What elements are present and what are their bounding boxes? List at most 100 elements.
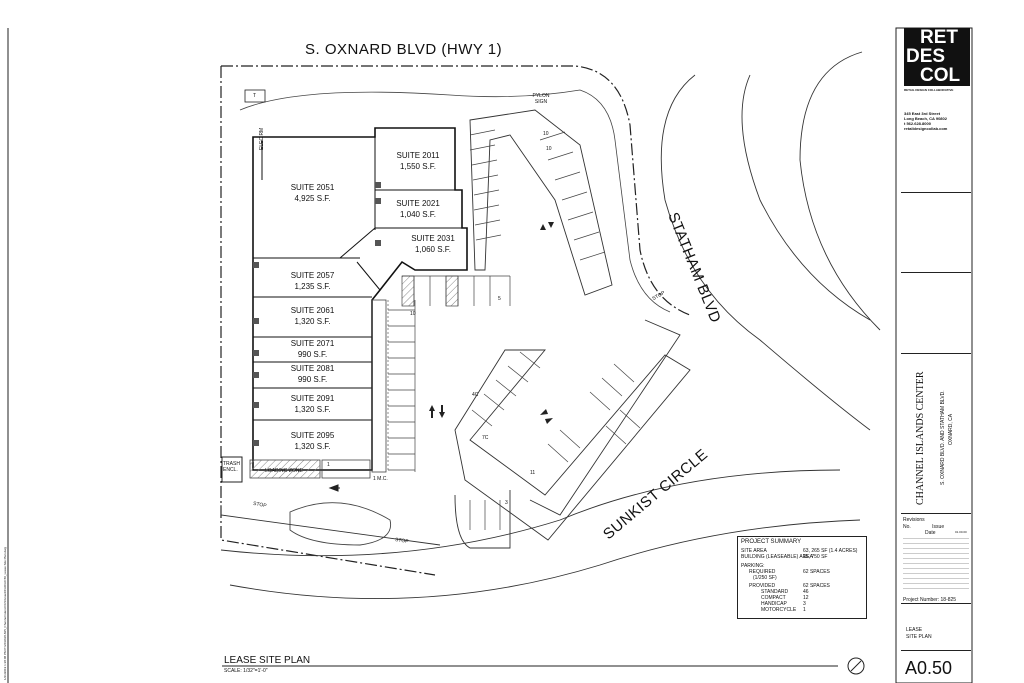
suite-demising-walls	[253, 137, 462, 421]
stall-count: 5	[498, 296, 501, 302]
parking-stall-1	[321, 459, 371, 479]
driveway-west	[220, 505, 441, 546]
suite-area: 1,550 S.F.	[399, 162, 437, 171]
logo-block	[904, 28, 970, 86]
stall-count: 10	[410, 311, 416, 317]
tb-divider	[901, 650, 971, 651]
firm-logo: RET DES COL	[906, 28, 970, 86]
stall-count: 1	[327, 462, 330, 468]
suite-2095: SUITE 2095 1,320 S.F.	[275, 430, 350, 452]
suite-2091: SUITE 2091 1,320 S.F.	[275, 393, 350, 415]
storefront-doors	[253, 182, 381, 446]
suite-area: 990 S.F.	[297, 375, 328, 384]
landscape-edge-north	[239, 89, 671, 313]
suite-2061: SUITE 2061 1,320 S.F.	[275, 305, 350, 327]
stall-count: 4C	[472, 392, 479, 398]
loading-zone-label: LOADING ZONE	[265, 468, 303, 474]
motorcycle-stall-label: 1 M.C.	[373, 476, 388, 482]
sunkist-circle-curb	[220, 469, 841, 557]
parking-stalls-central	[471, 351, 641, 463]
project-number: Project Number: 18-825	[903, 597, 957, 603]
sheet-scale: SCALE: 1/32"=1'-0"	[224, 668, 268, 674]
rev-col-date: Date	[925, 530, 936, 536]
sheet-name-line-2: SITE PLAN	[906, 634, 932, 640]
rev-col-issue: Issue	[932, 524, 945, 530]
suite-name: SUITE 2031	[411, 234, 455, 243]
motorcycle-label: MOTORCYCLE	[761, 607, 797, 613]
landscape-island-south	[289, 502, 392, 546]
stall-count: 10	[546, 146, 552, 152]
address-line: 345 East 3rd Street	[904, 111, 941, 116]
revision-table-header: No. Issue Date	[903, 524, 969, 536]
stall-count: 10	[543, 131, 549, 137]
suite-area: 1,040 S.F.	[399, 210, 437, 219]
compact-value: 12	[803, 595, 809, 601]
address-line: Long Beach, CA 90802	[904, 116, 947, 121]
tb-divider	[901, 603, 971, 604]
loading-zone	[249, 459, 321, 479]
parking-stalls-west	[388, 300, 416, 472]
suite-name: SUITE 2095	[290, 431, 335, 440]
suite-area: 4,925 S.F.	[294, 194, 331, 203]
parking-stub-south	[454, 490, 511, 549]
statham-blvd-curb-east	[741, 74, 871, 321]
sheet-number: A0.50	[905, 658, 953, 678]
logo-line: RET	[920, 28, 958, 48]
suite-2051: SUITE 2051 4,925 S.F.	[270, 182, 355, 204]
standard-label: STANDARD	[761, 589, 789, 595]
parking-label: PARKING:	[741, 563, 765, 569]
handicap-value: 3	[803, 601, 806, 607]
traffic-arrows	[328, 222, 554, 492]
building-area-value: 15, 750 SF	[803, 554, 828, 560]
required-ratio: (1/250 SF)	[753, 575, 777, 581]
trash-enclosure	[221, 456, 243, 483]
motorcycle-value: 1	[803, 607, 806, 613]
tb-divider	[901, 272, 971, 273]
accessible-stalls	[401, 275, 511, 307]
rev-col-no: No.	[903, 524, 911, 530]
parking-island-central	[454, 349, 691, 541]
logo-line: COL	[920, 65, 961, 86]
suite-area: 990 S.F.	[297, 350, 328, 359]
required-value: 62 SPACES	[803, 569, 830, 575]
suite-area: 1,060 S.F.	[414, 245, 452, 254]
pylon-sign-label: PYLON SIGN	[532, 93, 550, 105]
revisions-label: Revisions	[903, 517, 925, 523]
revision-table-rows	[903, 534, 969, 589]
street-name-north: S. OXNARD BLVD (HWY 1)	[305, 41, 503, 58]
suite-area: 1,320 S.F.	[294, 442, 331, 451]
statham-blvd-curb-west	[660, 74, 871, 431]
parking-stalls-northeast	[469, 129, 606, 261]
plot-stamp: 1/21/2019 1:38:08 PM P:\2019\18-825_Chan…	[3, 547, 7, 680]
suite-area: 1,320 S.F.	[294, 405, 331, 414]
sunkist-circle-curb-south	[229, 519, 861, 600]
suite-name: SUITE 2011	[396, 151, 440, 160]
suite-area: 1,235 S.F.	[294, 282, 331, 291]
required-label: REQUIRED	[749, 569, 776, 575]
suite-name: SUITE 2061	[290, 306, 335, 315]
suite-2031: SUITE 2031 1,060 S.F.	[400, 233, 466, 255]
suite-name: SUITE 2021	[396, 199, 440, 208]
compact-label: COMPACT	[761, 595, 786, 601]
parking-stalls-south	[469, 500, 501, 530]
project-city: OXNARD, CA	[948, 413, 954, 445]
walkway-east	[371, 299, 387, 473]
suite-2011: SUITE 2011 1,550 S.F.	[385, 150, 451, 172]
site-area-value: 63, 265 SF (1.4 ACRES)	[803, 548, 858, 554]
transformer-box	[244, 89, 266, 103]
project-address: S. OXNARD BLVD. AND STATHAM BLVD.	[940, 390, 946, 485]
stall-count: 3	[505, 500, 508, 506]
parking-island-southeast	[529, 319, 681, 516]
statham-blvd-curb-inner	[799, 51, 881, 331]
handicap-label: HANDICAP	[761, 601, 787, 607]
tb-divider	[901, 192, 971, 193]
sheet-title: LEASE SITE PLAN	[224, 655, 311, 666]
sheet-name-line-1: LEASE	[906, 627, 923, 633]
suite-2071: SUITE 2071 990 S.F.	[275, 338, 350, 360]
building-area-label: BUILDING (LEASEABLE) AREA	[741, 554, 813, 560]
trash-enclosure-label: TRASH ENCL.	[223, 461, 240, 473]
suite-2081: SUITE 2081 990 S.F.	[275, 363, 350, 385]
provided-value: 62 SPACES	[803, 583, 830, 589]
tb-divider	[901, 353, 971, 354]
